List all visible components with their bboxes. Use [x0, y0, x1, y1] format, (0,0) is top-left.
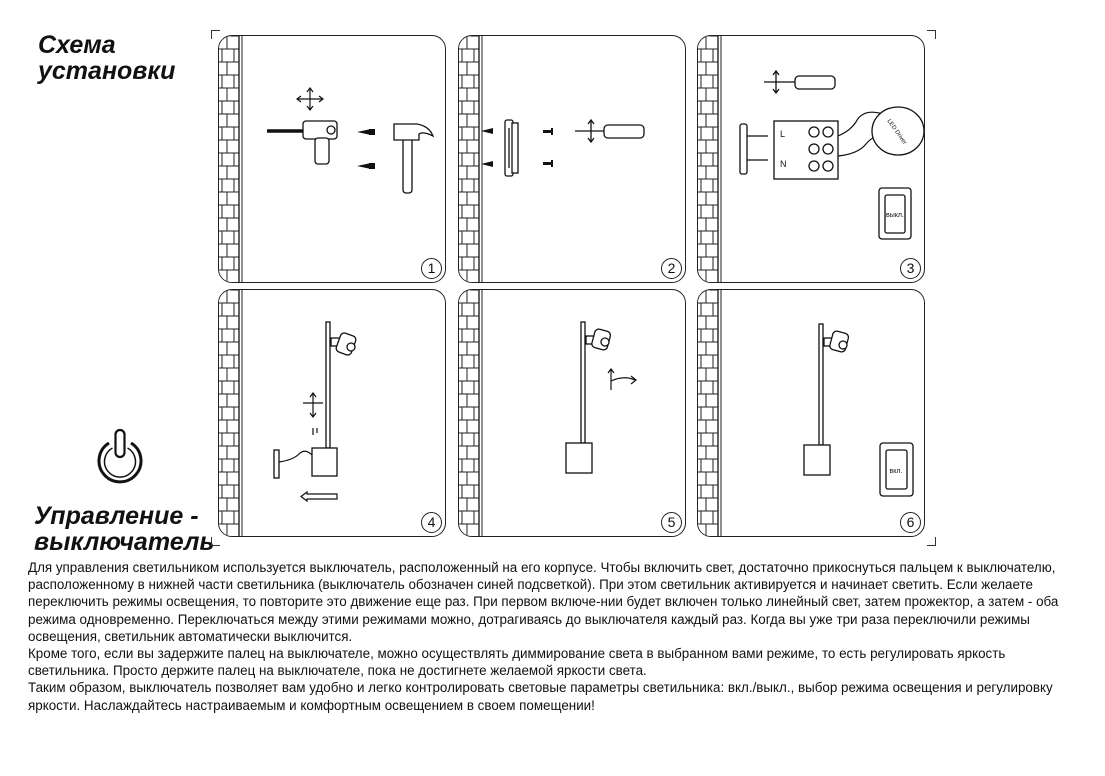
- brick-wall: [219, 290, 243, 536]
- brick-wall: [698, 36, 722, 282]
- switch-label: вкл.: [890, 468, 903, 475]
- terminal-block-icon: L N: [773, 120, 839, 180]
- step-number: 2: [661, 258, 682, 279]
- step-number: 3: [900, 258, 921, 279]
- hammer-icon: [393, 123, 435, 194]
- crop-mark: [211, 537, 220, 546]
- heading-line: установки: [38, 57, 176, 85]
- description-paragraph: Для управления светильником используется…: [28, 560, 1059, 644]
- wall-switch-icon: выкл.: [878, 187, 912, 240]
- brick-wall: [698, 290, 722, 536]
- screwdriver-icon: [764, 69, 836, 95]
- heading-line: Схема: [38, 31, 116, 59]
- switch-label: выкл.: [886, 212, 904, 219]
- power-icon: [90, 426, 150, 486]
- crop-mark: [211, 30, 220, 39]
- luminaire-pole-icon: [311, 321, 338, 477]
- step-panel-3: L N LED Driver выкл. 3: [697, 35, 925, 283]
- switch-description: Для управления светильником используется…: [28, 559, 1088, 714]
- step-panel-4: 4: [218, 289, 446, 537]
- step-panel-2: 2: [458, 35, 686, 283]
- brick-wall: [219, 36, 243, 282]
- drill-icon: [267, 120, 338, 165]
- mounting-bracket-icon: [504, 119, 519, 177]
- heading-line: выключатель: [34, 528, 215, 556]
- description-paragraph: Таким образом, выключатель позволяет вам…: [28, 680, 1053, 713]
- mounting-bracket-icon: [739, 123, 768, 175]
- direction-arrow-icon: [303, 392, 323, 435]
- heading-line: Управление -: [34, 502, 199, 530]
- screwdriver-icon: [575, 118, 645, 144]
- wall-switch-icon: вкл.: [879, 442, 914, 497]
- screw-anchor-icon: [357, 129, 375, 169]
- screw-icon: [543, 128, 553, 167]
- brick-wall: [459, 290, 483, 536]
- crop-mark: [927, 30, 936, 39]
- spotlight-icon: [585, 328, 612, 351]
- luminaire-pole-icon: [565, 321, 593, 474]
- step-panel-6: вкл. 6: [697, 289, 925, 537]
- installation-scheme-heading: Схема установки: [38, 32, 175, 84]
- mounting-bracket-icon: [273, 449, 280, 479]
- step-panel-1: 1: [218, 35, 446, 283]
- spotlight-icon: [330, 332, 357, 356]
- crop-mark: [927, 537, 936, 546]
- arrow-left-icon: [300, 490, 338, 503]
- description-paragraph: Кроме того, если вы задержите палец на в…: [28, 646, 1006, 679]
- step-panel-5: 5: [458, 289, 686, 537]
- terminal-label: L: [780, 129, 785, 139]
- step-number: 6: [900, 512, 921, 533]
- led-driver-icon: LED Driver: [871, 106, 924, 156]
- spotlight-icon: [823, 330, 850, 353]
- screw-anchor-icon: [481, 128, 493, 167]
- rotate-arrow-icon: [607, 368, 637, 390]
- direction-arrow-icon: [296, 87, 324, 111]
- step-number: 4: [421, 512, 442, 533]
- terminal-label: N: [780, 159, 787, 169]
- installation-diagrams: 1 2: [211, 30, 936, 546]
- luminaire-pole-icon: [803, 323, 831, 476]
- brick-wall: [459, 36, 483, 282]
- cable-icon: [278, 450, 313, 463]
- step-number: 1: [421, 258, 442, 279]
- switch-control-heading: Управление - выключатель: [34, 503, 214, 555]
- step-number: 5: [661, 512, 682, 533]
